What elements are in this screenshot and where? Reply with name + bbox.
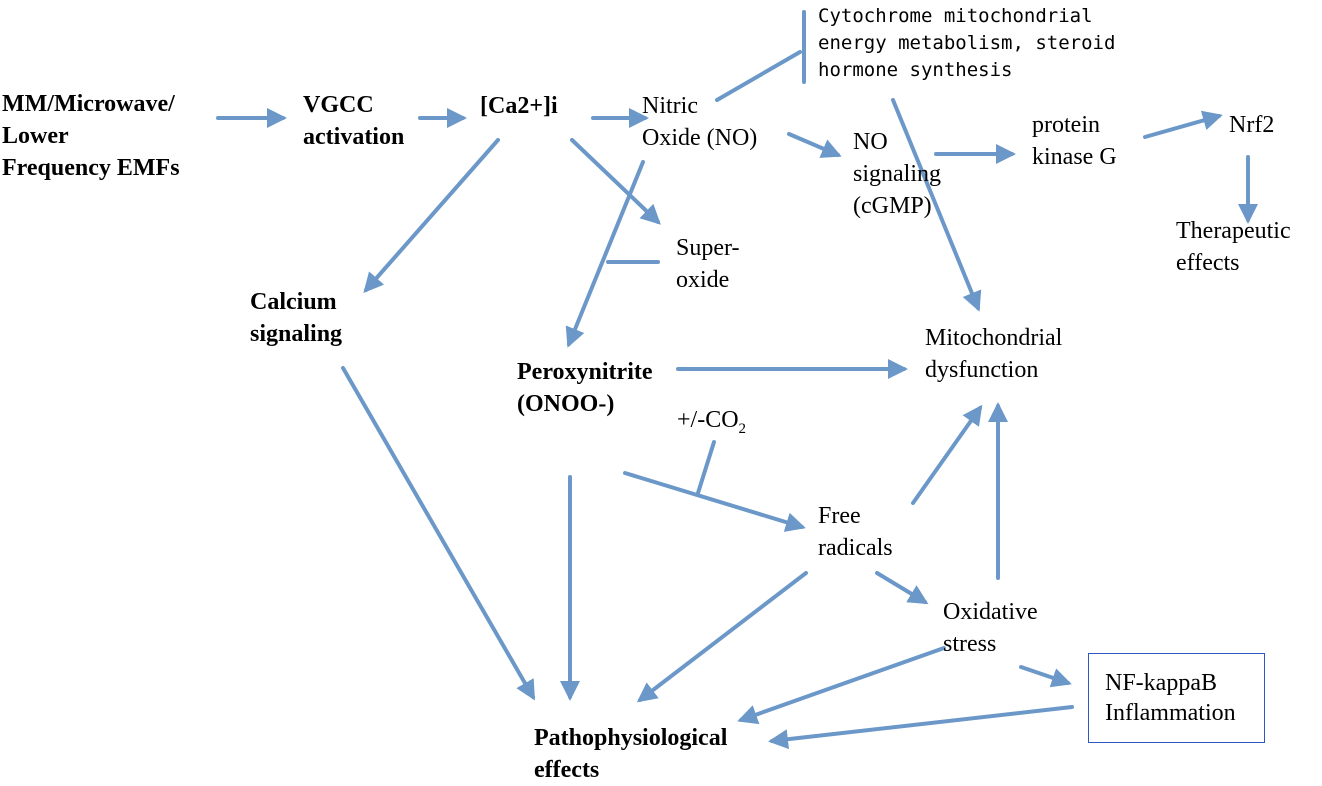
node-calcium-ion: [Ca2+]i xyxy=(480,93,558,119)
junction-co2 xyxy=(696,440,716,495)
arrow-ca-to-calcium xyxy=(363,138,500,294)
arrow-cyto-to-mito xyxy=(891,98,982,312)
arrow-peroxy-to-free xyxy=(623,471,806,532)
node-no-signaling: NO signaling (cGMP) xyxy=(853,129,941,219)
arrow-pkg-to-nrf2 xyxy=(1143,110,1223,139)
node-calcium-signaling: Calcium signaling xyxy=(250,289,343,347)
node-vgcc-activation: VGCC activation xyxy=(303,92,405,150)
arrow-no-to-peroxy xyxy=(565,160,645,348)
node-cytochrome: Cytochrome mitochondrial energy metaboli… xyxy=(818,5,1116,81)
node-pathophysiological-effects: Pathophysiological effects xyxy=(534,725,728,783)
arrow-nfkb-to-patho xyxy=(768,705,1074,750)
node-mitochondrial-dysfunction: Mitochondrial dysfunction xyxy=(925,325,1063,383)
arrow-calcium-to-patho xyxy=(341,366,536,701)
node-nitric-oxide: Nitric Oxide (NO) xyxy=(642,93,758,151)
arrow-free-to-mito xyxy=(911,404,983,505)
arrow-oxstress-to-patho xyxy=(737,646,946,725)
node-nrf2: Nrf2 xyxy=(1229,112,1275,138)
node-therapeutic-effects: Therapeutic effects xyxy=(1176,218,1291,276)
node-nfkb-inflammation: NF-kappaB Inflammation xyxy=(1088,653,1265,743)
node-peroxynitrite: Peroxynitrite (ONOO-) xyxy=(517,359,653,417)
node-superoxide: Super- oxide xyxy=(676,235,740,293)
label-co2: +/-CO2 xyxy=(677,407,747,437)
node-protein-kinase-g: protein kinase G xyxy=(1032,112,1117,170)
node-free-radicals: Free radicals xyxy=(818,503,893,561)
node-oxidative-stress: Oxidative stress xyxy=(943,599,1038,657)
arrow-oxstress-to-nfkb xyxy=(1019,665,1072,688)
arrow-free-to-oxstress xyxy=(875,571,929,605)
arrow-free-to-patho xyxy=(636,571,808,703)
arrow-no-to-nosig xyxy=(787,132,842,158)
arrow-ca-to-superoxide xyxy=(570,138,661,225)
inhibit-no-to-cyto xyxy=(715,50,802,102)
node-emf-source: MM/Microwave/ Lower Frequency EMFs xyxy=(2,91,180,181)
